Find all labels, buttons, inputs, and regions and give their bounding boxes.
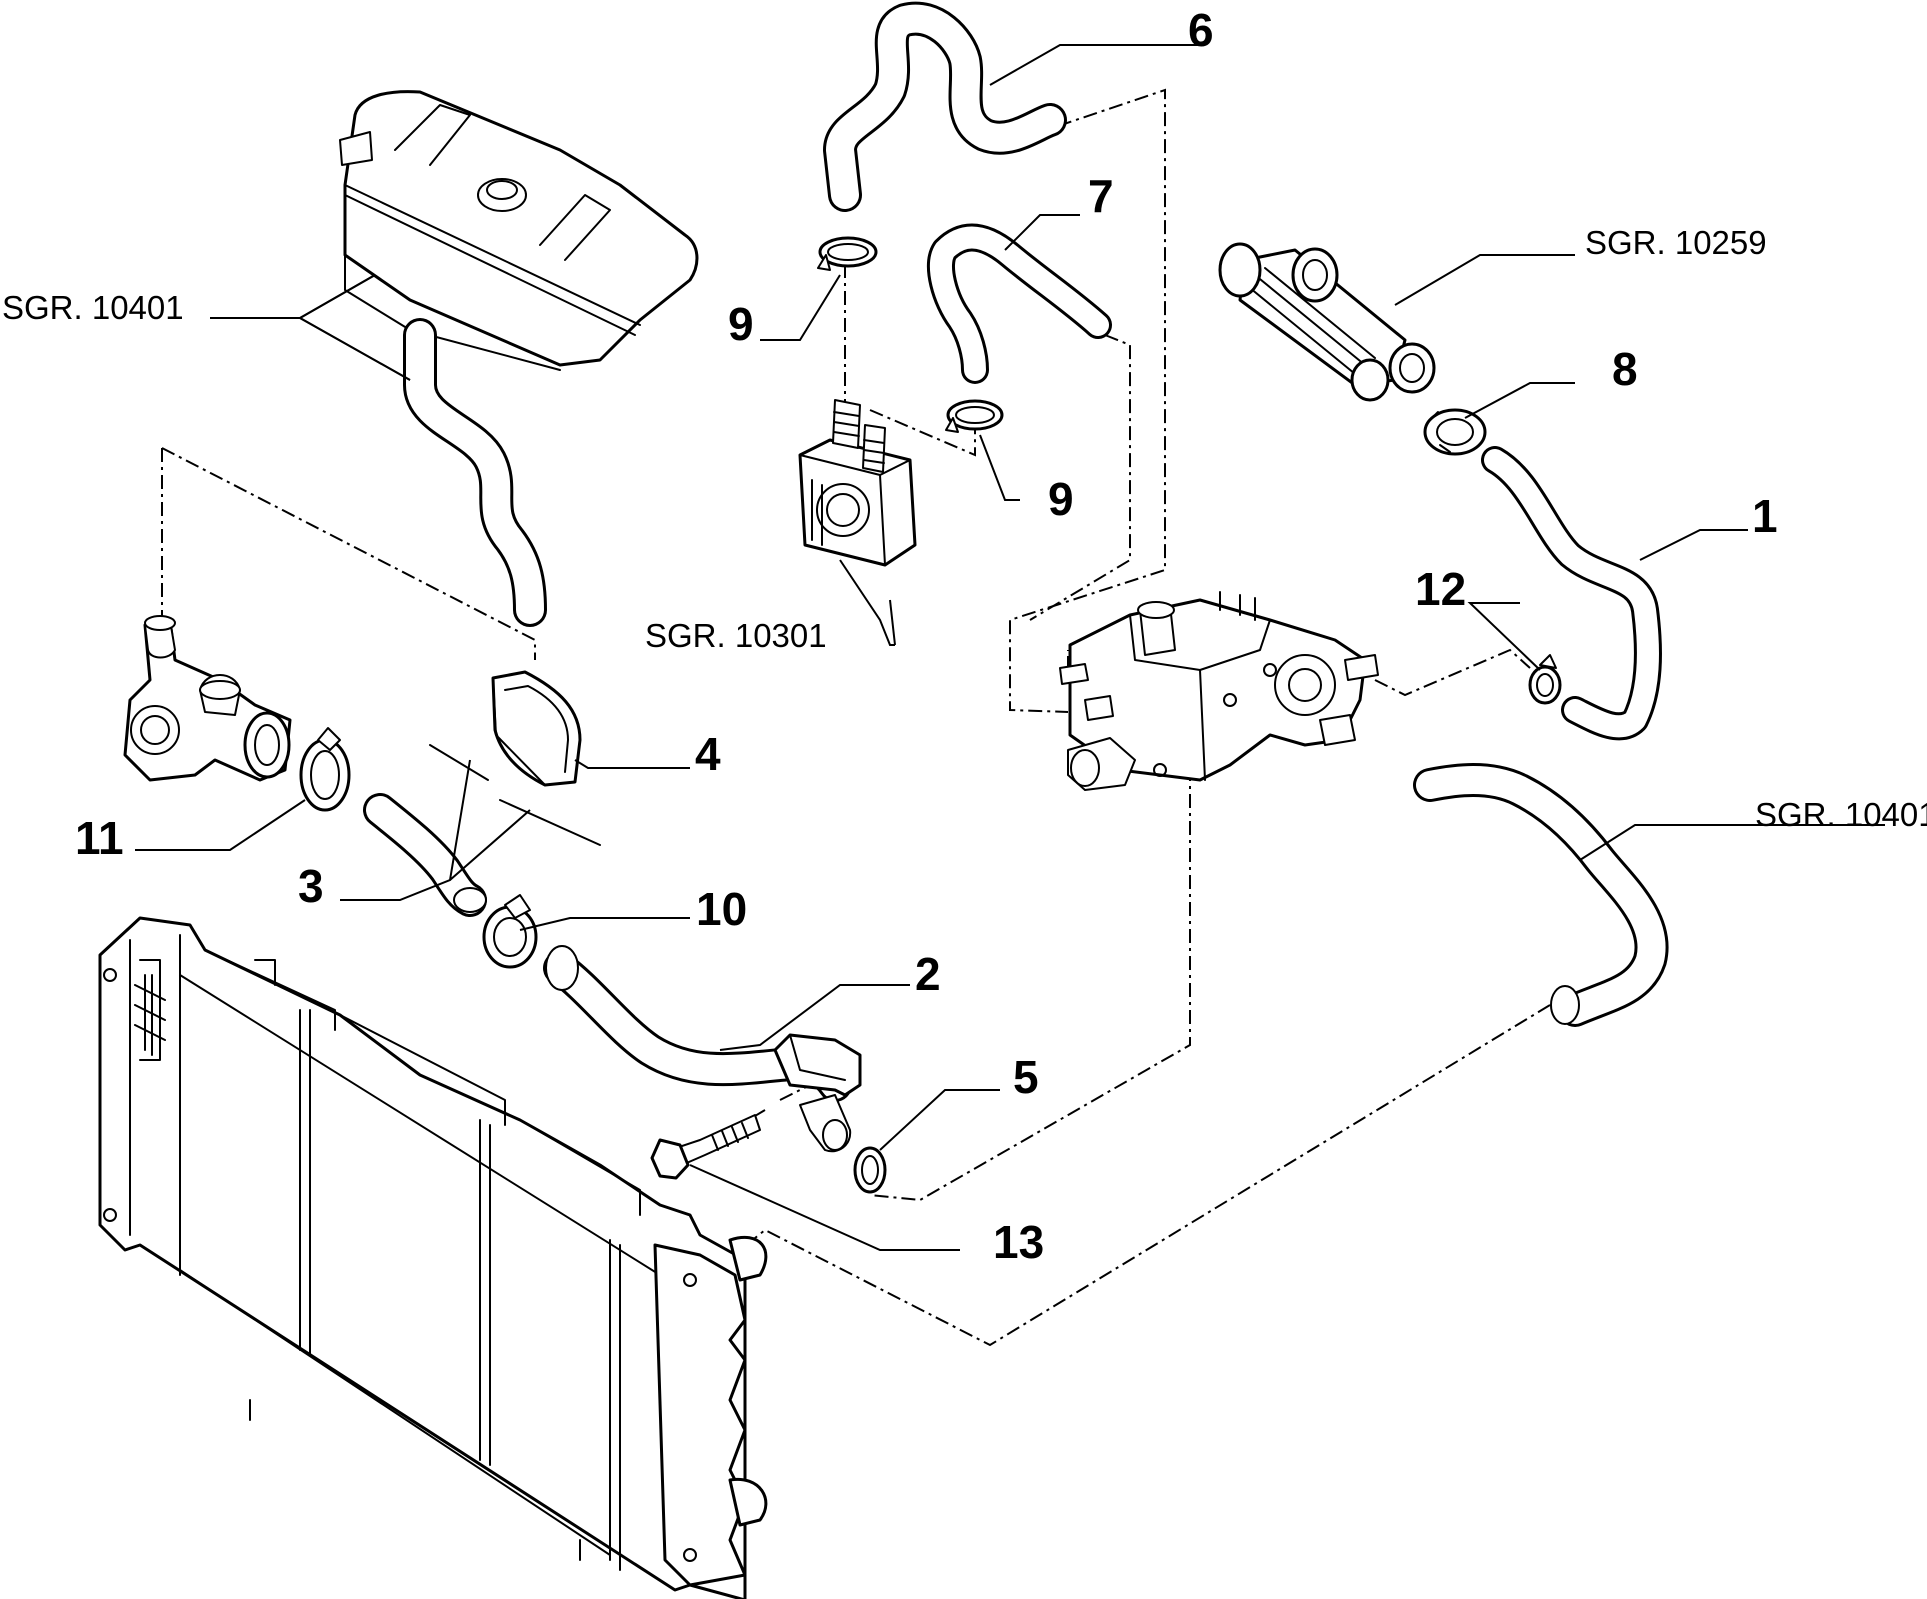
clamp-9-upper (817, 236, 878, 271)
label-sgr-10259: SGR. 10259 (1585, 224, 1767, 261)
label-11: 11 (75, 812, 124, 864)
label-6: 6 (1188, 4, 1214, 56)
label-sgr-10401-left: SGR. 10401 (2, 289, 184, 326)
leader-lines (135, 44, 1885, 1251)
label-7: 7 (1088, 170, 1114, 222)
heat-exchanger (1218, 242, 1436, 402)
hose-1 (1481, 446, 1662, 741)
label-1: 1 (1752, 490, 1778, 542)
seal-5 (853, 1146, 887, 1194)
label-13: 13 (993, 1216, 1044, 1268)
thermostat-housing (1059, 591, 1379, 791)
label-sgr-10301: SGR. 10301 (645, 617, 827, 654)
label-10: 10 (696, 883, 747, 935)
water-outlet (123, 615, 292, 782)
clamp-9-lower (945, 399, 1004, 433)
bolt-13 (650, 1114, 761, 1180)
oil-cooler (798, 399, 917, 567)
callout-labels: 6 7 SGR. 10259 8 1 12 SGR. 10401 9 9 SGR… (2, 4, 1927, 1268)
hose-3 (363, 793, 487, 917)
label-8: 8 (1612, 343, 1638, 395)
expansion-tank-hose (403, 318, 547, 627)
label-4: 4 (695, 728, 721, 780)
label-12: 12 (1415, 563, 1466, 615)
label-5: 5 (1013, 1051, 1039, 1103)
clamp-11 (299, 727, 351, 812)
hose-6 (823, 1, 1067, 212)
plate-4 (491, 670, 582, 787)
clamp-10 (482, 894, 538, 969)
assembly-dash-lines (161, 88, 1551, 1347)
label-3: 3 (298, 860, 324, 912)
expansion-tank (339, 90, 699, 371)
lower-hose (1413, 763, 1669, 1027)
clamp-8 (1423, 408, 1487, 456)
clamp-12 (1528, 654, 1562, 705)
pipe-flange (773, 1033, 862, 1153)
hose-3-stub (429, 744, 601, 846)
label-sgr-10401-right: SGR. 10401 (1755, 796, 1927, 833)
label-9-lower: 9 (1048, 473, 1074, 525)
label-9-upper: 9 (728, 298, 754, 350)
hose-7 (927, 223, 1112, 384)
radiator (98, 916, 768, 1599)
label-2: 2 (915, 948, 941, 1000)
